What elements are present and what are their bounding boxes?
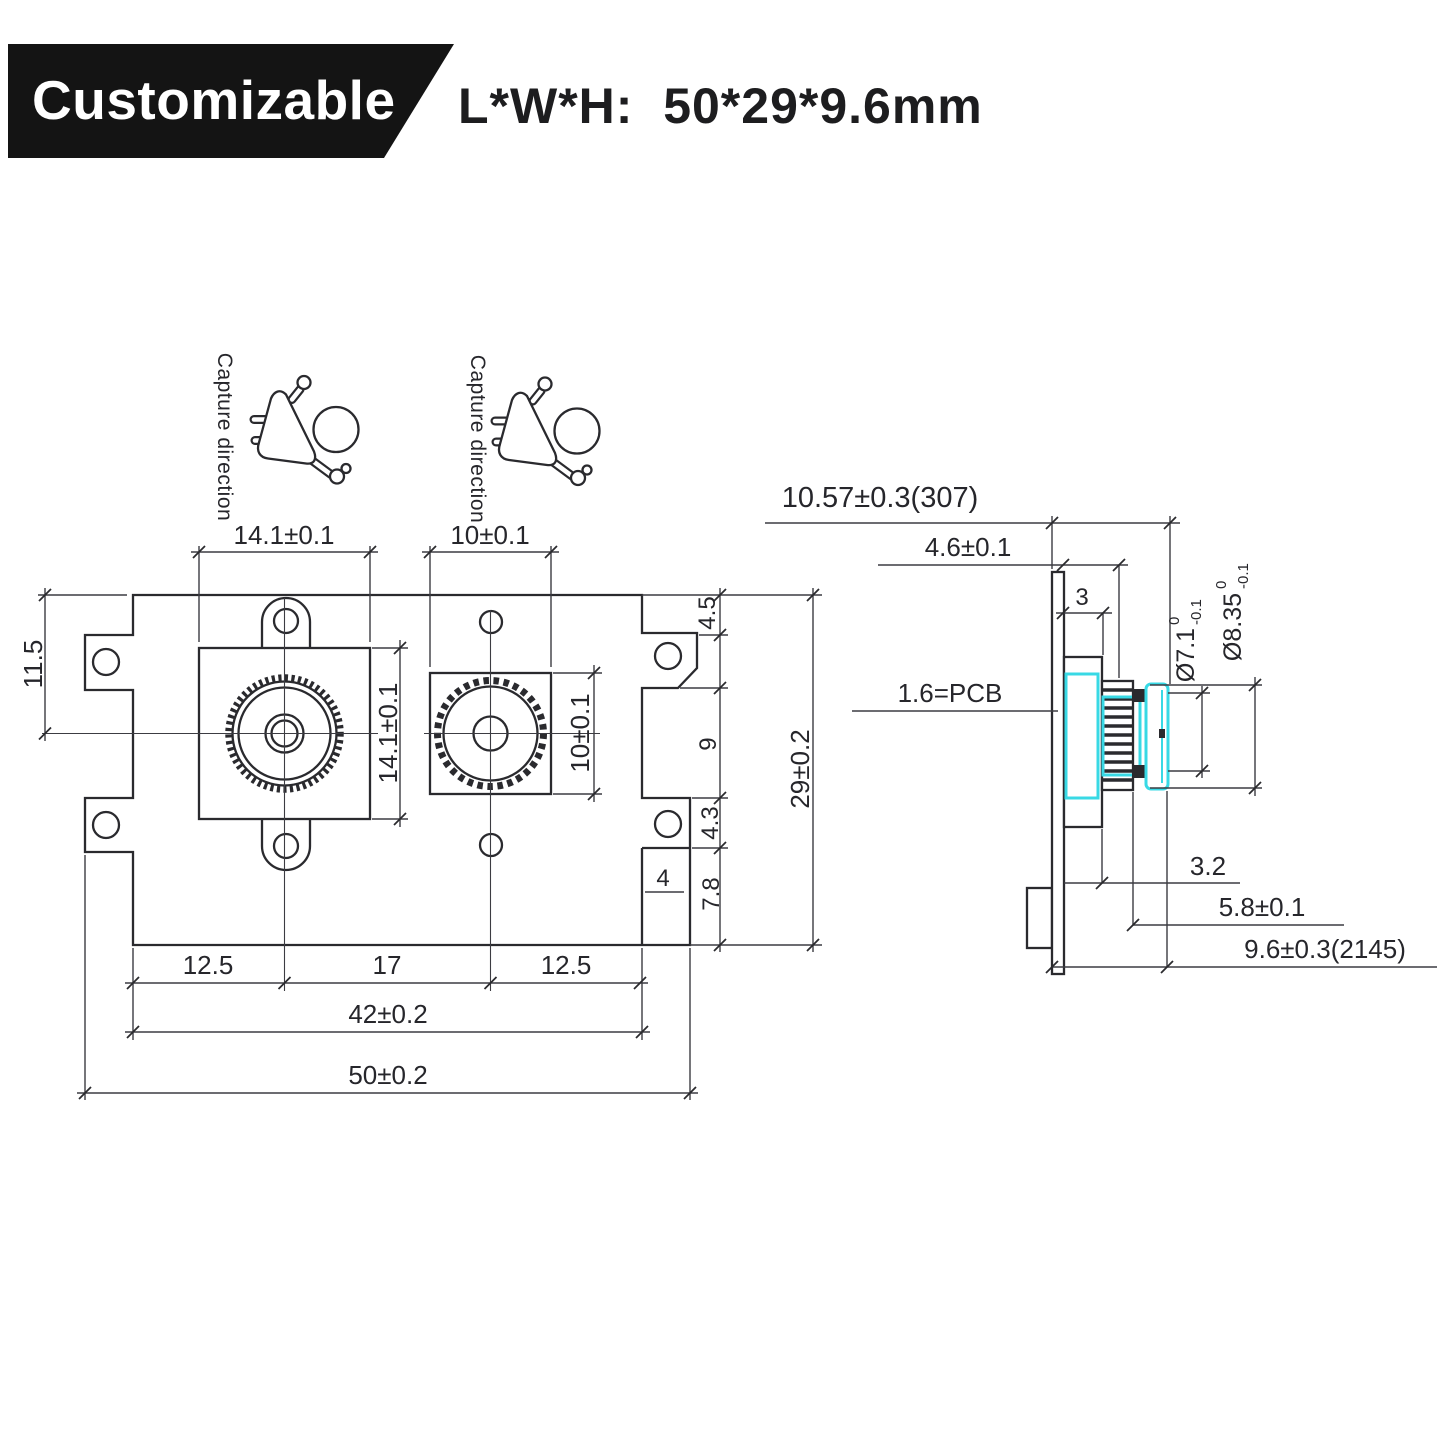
svg-text:11.5: 11.5 [18,640,48,689]
svg-text:10±0.1: 10±0.1 [450,520,529,550]
lens-holder [1062,655,1104,829]
svg-text:50±0.2: 50±0.2 [348,1060,427,1090]
dim-board-width: 50±0.2 [77,1060,698,1100]
pcb-side [1050,570,1066,976]
dim-body-width: 42±0.2 [125,999,650,1039]
svg-text:17: 17 [373,950,402,980]
dim-lens-protrusion: 4.6±0.1 [878,532,1128,678]
capture-direction-figure-icon [495,378,600,486]
dim-bottom-tab: 4 [645,865,684,893]
svg-text:9: 9 [695,737,722,750]
svg-text:42±0.2: 42±0.2 [348,999,427,1029]
centerlines [42,598,600,991]
svg-text:-0.1: -0.1 [1235,563,1252,589]
front-lens-element [1144,682,1170,791]
rear-connector [1025,886,1054,950]
svg-text:-0.1: -0.1 [1188,599,1205,625]
svg-text:3.2: 3.2 [1190,851,1226,881]
svg-text:3: 3 [1075,584,1088,611]
dim-top-to-center: 11.5 [18,588,127,741]
svg-text:14.1±0.1: 14.1±0.1 [233,520,334,550]
dim-right-chain: 4.5 9 4.3 7.8 [642,588,822,952]
front-view: Capture direction Capture direction [18,353,822,1100]
svg-text:12.5: 12.5 [183,950,234,980]
svg-text:4.6±0.1: 4.6±0.1 [925,532,1012,562]
svg-text:12.5: 12.5 [541,950,592,980]
dim-holder-depth: 3 [1056,584,1112,655]
barrel-highlight [1101,695,1142,777]
svg-text:0: 0 [1166,617,1183,625]
dim-board-height: 29±0.2 [785,588,820,952]
dim-total-depth: 9.6±0.3(2145) [1045,791,1437,974]
dim-module-depth: 5.8±0.1 [1126,792,1344,932]
size-subtitle: L*W*H: 50*29*9.6mm [458,78,983,134]
svg-text:4.5: 4.5 [694,596,721,629]
dim-lens1-width: 14.1±0.1 [191,520,378,642]
mounting-hole [91,810,121,840]
capture-direction-label: Capture direction [466,355,489,523]
lens-clamp-mark [1132,765,1146,778]
svg-text:4.3: 4.3 [697,806,724,839]
dim-pcb-thickness: 1.6=PCB [852,678,1058,712]
svg-text:4: 4 [656,865,669,892]
holder-highlight [1064,672,1100,800]
dim-lens2-width: 10±0.1 [422,520,559,667]
svg-text:10.57±0.3(307): 10.57±0.3(307) [782,482,979,514]
dim-overall-depth: 10.57±0.3(307) [765,482,1180,684]
dim-holder-step: 3.2 [1064,829,1240,890]
svg-text:10±0.1: 10±0.1 [565,693,595,772]
capture-direction-figure-icon [254,376,359,484]
svg-text:7.8: 7.8 [698,877,725,910]
capture-direction-label: Capture direction [213,353,236,521]
dim-lens-inner-diameter: Ø7.1 0 -0.1 [1166,599,1210,778]
dim-lens1-height: 14.1±0.1 [372,640,408,827]
dim-lens2-height: 10±0.1 [553,665,602,802]
svg-text:Ø8.35: Ø8.35 [1219,593,1247,661]
mounting-hole [653,809,683,839]
side-view: 10.57±0.3(307) 4.6±0.1 3 1.6=PCB [765,482,1437,976]
svg-text:0: 0 [1213,581,1230,589]
svg-text:9.6±0.3(2145): 9.6±0.3(2145) [1244,934,1406,964]
dim-hole-pitch-chain: 12.5 17 12.5 [84,855,691,1100]
svg-text:14.1±0.1: 14.1±0.1 [373,682,403,783]
svg-text:Ø7.1: Ø7.1 [1172,628,1200,682]
mounting-hole [91,647,121,677]
svg-text:1.6=PCB: 1.6=PCB [898,678,1003,708]
dim-lens-outer-diameter: Ø8.35 0 -0.1 [1150,563,1262,796]
mounting-hole [653,641,683,671]
svg-text:5.8±0.1: 5.8±0.1 [1219,892,1306,922]
customizable-badge: Customizable [8,44,454,158]
svg-text:29±0.2: 29±0.2 [785,729,815,808]
lens-clamp-mark [1132,689,1146,702]
